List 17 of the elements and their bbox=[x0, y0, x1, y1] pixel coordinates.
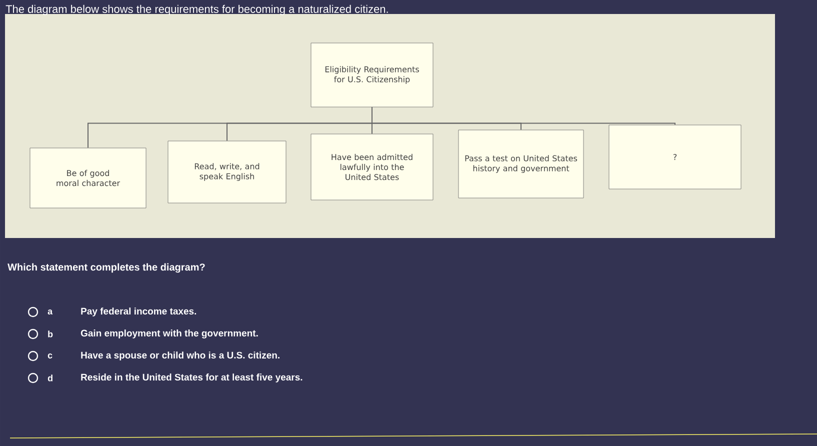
option-letter: b bbox=[48, 330, 53, 338]
requirement-box: Eligibility Requirements for U.S. Citizenship bbox=[310, 42, 434, 108]
requirement-box: Read, write, and speak English bbox=[168, 140, 286, 204]
title: The diagram below shows the requirements for becoming a naturalized citizen. bbox=[6, 4, 388, 16]
requirement-box: Pass a test on United States history and government bbox=[458, 130, 584, 198]
question: Which statement completes the diagram? bbox=[8, 263, 205, 273]
option-text: Have a spouse or child who is a U.S. citizen. bbox=[81, 352, 280, 360]
option-letter: c bbox=[48, 354, 52, 358]
option-letter: a bbox=[48, 310, 53, 314]
requirement-box: Be of good moral character bbox=[30, 148, 146, 208]
requirement-box: ? bbox=[608, 124, 742, 190]
requirement-box: Have been admitted lawfully into the United States bbox=[310, 134, 434, 200]
option-letter: d bbox=[48, 374, 52, 382]
connector-line bbox=[372, 106, 676, 126]
option-text: Gain employment with the government. bbox=[80, 330, 258, 338]
option-text: Reside in the United States for at least five years. bbox=[81, 374, 302, 382]
option-text: Pay federal income taxes. bbox=[81, 308, 196, 316]
